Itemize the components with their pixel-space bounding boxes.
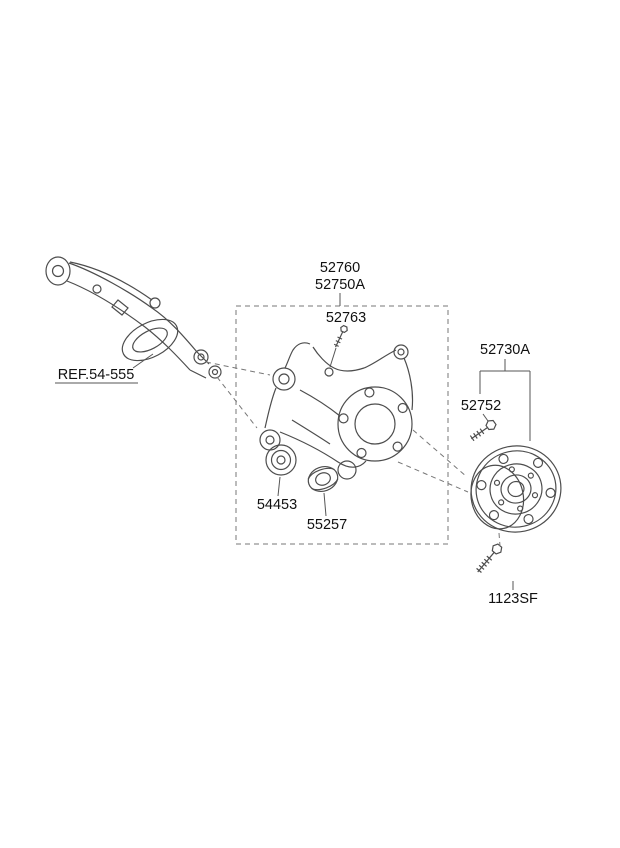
- leader-52763: [329, 347, 337, 368]
- drawing-bushing-54453: [265, 444, 297, 476]
- leader-52752: [482, 413, 489, 422]
- part-number-52752: 52752: [461, 398, 501, 414]
- assembly-dash-lines: [205, 361, 501, 547]
- leader-55257: [323, 492, 327, 517]
- drawing-bushing-55257: [307, 466, 339, 492]
- part-number-52750a: 52750A: [315, 277, 365, 293]
- bracket-52730a: [479, 359, 531, 441]
- ref-leader-line: [132, 353, 154, 369]
- part-number-54453: 54453: [257, 497, 297, 513]
- drawing-screw-1123sf: [476, 543, 503, 573]
- drawing-rear-arm-assembly: [45, 256, 222, 379]
- drawing-knuckle: [259, 342, 414, 480]
- drawing-hub-bearing: [470, 445, 562, 533]
- part-number-52763: 52763: [326, 310, 366, 326]
- leader-54453: [277, 476, 281, 497]
- drawing-bolt-52752: [469, 419, 497, 442]
- part-number-52760: 52760: [320, 260, 360, 276]
- part-number-52730a: 52730A: [480, 342, 530, 358]
- part-number-1123sf: 1123SF: [488, 591, 538, 607]
- drawing-bolt-52763: [333, 324, 348, 348]
- part-number-55257: 55257: [307, 517, 347, 533]
- ref-link-54-555[interactable]: REF.54-555: [58, 367, 135, 383]
